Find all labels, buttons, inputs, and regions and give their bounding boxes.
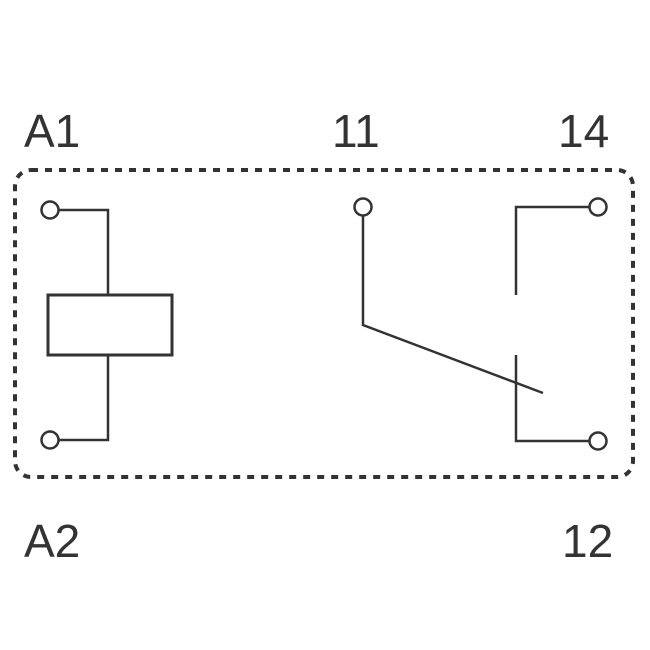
label-12: 12 (562, 515, 613, 567)
terminal-11 (353, 197, 373, 217)
relay-housing-dashed-outline (13, 168, 635, 479)
normally-closed-contact (514, 355, 589, 443)
coil-wire-top (59, 208, 110, 295)
label-14: 14 (558, 105, 609, 157)
relay-coil (46, 293, 174, 357)
label-a1: A1 (24, 105, 80, 157)
label-a2: A2 (24, 515, 80, 567)
normally-open-contact (514, 205, 589, 295)
terminal-a2 (40, 430, 60, 450)
terminal-a1 (40, 200, 60, 220)
common-contact-arm (361, 216, 544, 395)
terminal-12 (588, 431, 608, 451)
label-11: 11 (332, 105, 380, 157)
terminal-14 (588, 197, 608, 217)
coil-wire-bottom (59, 355, 110, 442)
